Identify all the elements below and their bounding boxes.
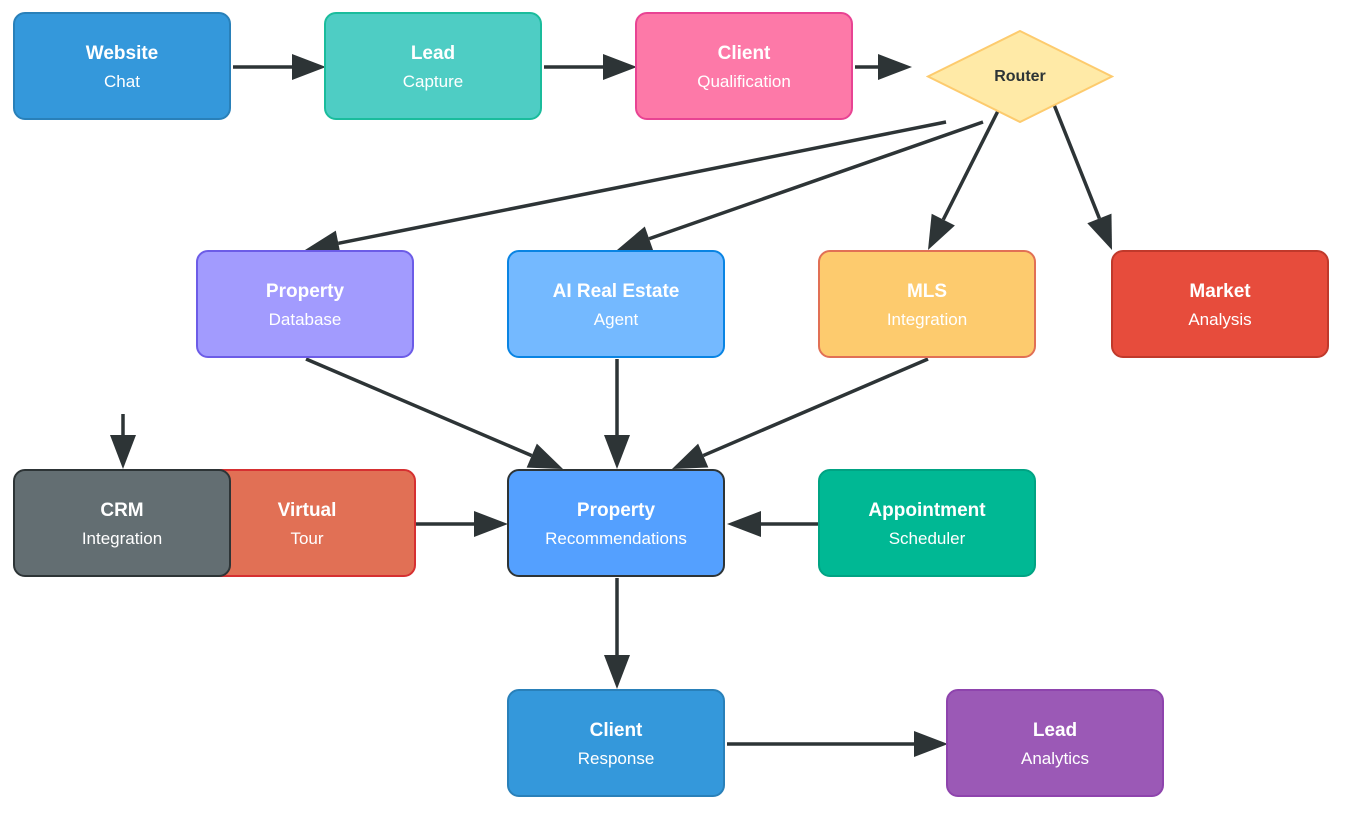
node-title: Client (589, 719, 643, 741)
node-subtitle: Scheduler (888, 528, 966, 548)
node-mls-integration[interactable]: MLS Integration (818, 250, 1036, 358)
node-title: Property (576, 499, 656, 521)
node-subtitle: Database (268, 309, 342, 329)
node-subtitle: Response (577, 748, 655, 768)
node-subtitle: Agent (593, 309, 639, 329)
arrowhead-external-to-crm-integration (110, 435, 136, 469)
edge-mls-integration-to-property-recommendations (702, 357, 929, 458)
arrowhead-router-to-market-analysis (1087, 213, 1112, 250)
node-title: Appointment (868, 499, 986, 521)
node-subtitle: Analytics (1020, 748, 1090, 768)
node-subtitle: Recommendations (545, 528, 687, 548)
arrowhead-router-to-property-database (305, 230, 341, 257)
node-title: CRM (100, 499, 144, 521)
node-title: Property (265, 280, 345, 302)
node-subtitle: Tour (290, 528, 324, 548)
node-subtitle: Integration (81, 528, 163, 548)
edge-property-database-to-property-recommendations (305, 357, 533, 458)
edge-router-to-mls-integration (941, 94, 1008, 221)
arrowhead-property-database-to-property-recommendations (526, 443, 563, 469)
node-title: MLS (906, 280, 948, 302)
arrowhead-website-chat-to-lead-capture (292, 54, 326, 80)
arrowhead-mls-integration-to-property-recommendations (672, 443, 709, 469)
node-title: AI Real Estate (552, 280, 680, 302)
node-subtitle: Capture (402, 71, 464, 91)
node-title: Lead (410, 42, 456, 64)
arrowhead-virtual-tour-to-property-recommendations (474, 511, 508, 537)
node-title: Client (717, 42, 771, 64)
arrowhead-router-to-ai-real-estate-agent (617, 226, 654, 252)
arrowhead-router-to-mls-integration (928, 213, 955, 250)
node-title: Lead (1032, 719, 1078, 741)
arrowhead-property-recommendations-to-client-response (604, 655, 630, 689)
node-crm-integration[interactable]: CRM Integration (13, 469, 231, 577)
node-title: Website (85, 42, 159, 64)
arrowhead-client-response-to-lead-analytics (914, 731, 948, 757)
arrowhead-lead-capture-to-client-qualification (603, 54, 637, 80)
router-diamond[interactable] (926, 30, 1114, 123)
arrowhead-ai-real-estate-agent-to-property-recommendations (604, 435, 630, 469)
edge-router-to-ai-real-estate-agent (648, 120, 984, 241)
arrowhead-client-qualification-to-router (878, 54, 912, 80)
node-subtitle: Analysis (1188, 309, 1252, 329)
node-title: Virtual (277, 499, 337, 521)
router-label: Router (994, 68, 1046, 85)
node-subtitle: Integration (886, 309, 968, 329)
node-subtitle: Qualification (697, 71, 791, 91)
node-subtitle: Chat (104, 71, 140, 91)
node-title: Market (1189, 280, 1251, 302)
arrowhead-appointment-scheduler-to-property-recommendations (727, 511, 761, 537)
edge-router-to-property-database (337, 120, 947, 246)
